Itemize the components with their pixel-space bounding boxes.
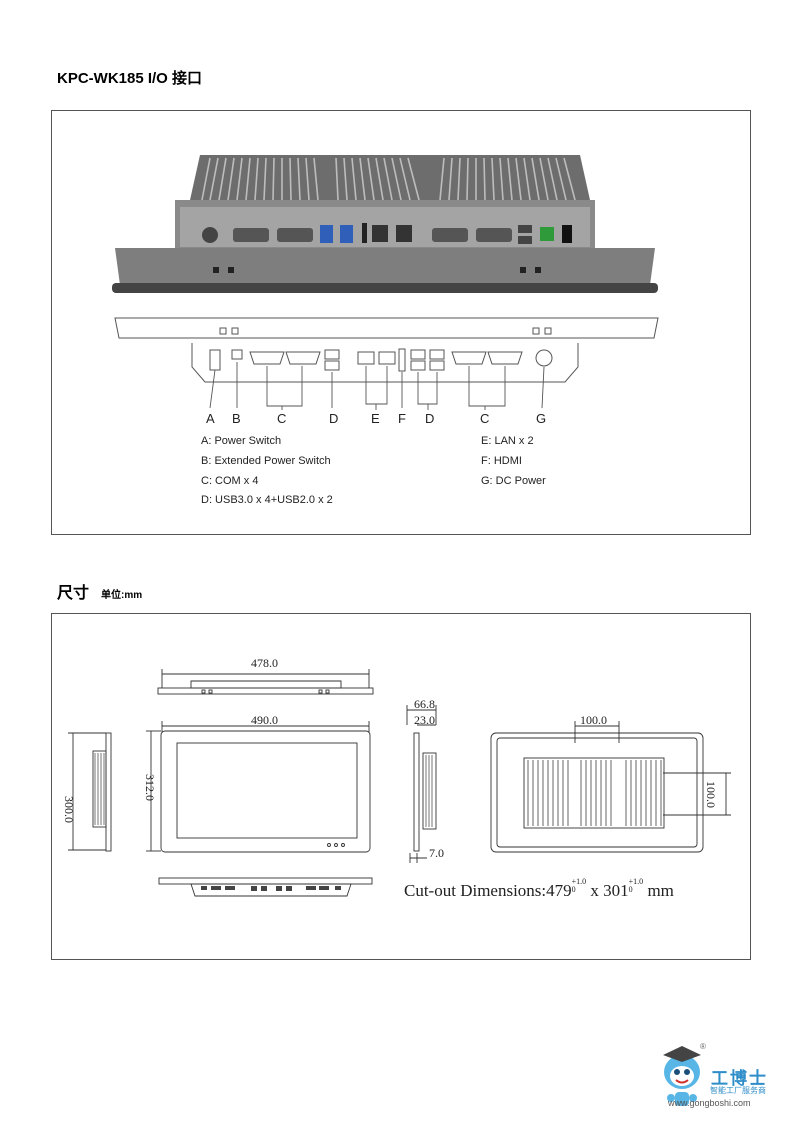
dim-mount-h: 100.0 bbox=[580, 713, 607, 727]
dimension-drawings bbox=[68, 669, 731, 897]
heatsink-fins bbox=[190, 155, 590, 201]
legend-hdmi: F: HDMI bbox=[481, 455, 522, 467]
logo-subtitle: 智能工厂服务商 bbox=[710, 1086, 766, 1095]
dim-front-width: 490.0 bbox=[251, 713, 278, 727]
io-letter-c: C bbox=[277, 411, 287, 426]
dim-depth-total: 66.8 bbox=[414, 697, 435, 711]
legend-ext-power-switch: B: Extended Power Switch bbox=[201, 455, 331, 467]
io-letter-d: D bbox=[329, 411, 339, 426]
io-letter-a: A bbox=[206, 411, 215, 426]
io-line-drawing bbox=[114, 317, 659, 410]
cutout-prefix: Cut-out Dimensions:479 bbox=[404, 881, 572, 900]
dim-depth-bottom: 7.0 bbox=[429, 846, 444, 860]
dimension-unit: 单位:mm bbox=[101, 590, 143, 601]
cutout-suffix: mm bbox=[643, 881, 674, 900]
io-section-title: KPC-WK185 I/O 接口 bbox=[57, 70, 203, 87]
cutout-base1: 0 bbox=[571, 885, 576, 894]
cutout-tol2: +1.0 bbox=[628, 877, 644, 886]
legend-com: C: COM x 4 bbox=[201, 475, 259, 487]
cutout-mid: x 301 bbox=[586, 881, 629, 900]
logo-name: 工博士 bbox=[711, 1069, 768, 1088]
dimension-frame bbox=[51, 613, 751, 960]
legend-usb: D: USB3.0 x 4+USB2.0 x 2 bbox=[201, 494, 333, 506]
legend-power-switch: A: Power Switch bbox=[201, 435, 282, 447]
io-letter-f: F bbox=[398, 411, 406, 426]
dim-side-height: 300.0 bbox=[62, 796, 76, 823]
dim-mount-v: 100.0 bbox=[704, 781, 718, 808]
io-letter-b: B bbox=[232, 411, 241, 426]
cutout-tol1: +1.0 bbox=[571, 877, 587, 886]
dim-top-width: 478.0 bbox=[251, 656, 278, 670]
dimension-section-title: 尺寸单位:mm bbox=[57, 579, 142, 603]
io-letter-g: G bbox=[536, 411, 547, 426]
rear-ports bbox=[202, 223, 572, 244]
mascot-logo-icon bbox=[663, 1046, 701, 1106]
io-letter-e: E bbox=[371, 411, 380, 426]
io-frame bbox=[51, 110, 751, 535]
cutout-base2: 0 bbox=[628, 885, 633, 894]
legend-dc-power: G: DC Power bbox=[481, 475, 546, 487]
dim-depth-body: 23.0 bbox=[414, 713, 435, 727]
logo-url: www.gongboshi.com bbox=[668, 1098, 751, 1108]
dim-front-height: 312.0 bbox=[143, 774, 157, 801]
io-letter-c2: C bbox=[480, 411, 490, 426]
io-letter-d2: D bbox=[425, 411, 435, 426]
legend-lan: E: LAN x 2 bbox=[481, 435, 534, 447]
rear-panel-photo bbox=[112, 155, 658, 293]
logo-registered: ® bbox=[700, 1042, 706, 1051]
dimension-title: 尺寸 bbox=[57, 585, 90, 602]
